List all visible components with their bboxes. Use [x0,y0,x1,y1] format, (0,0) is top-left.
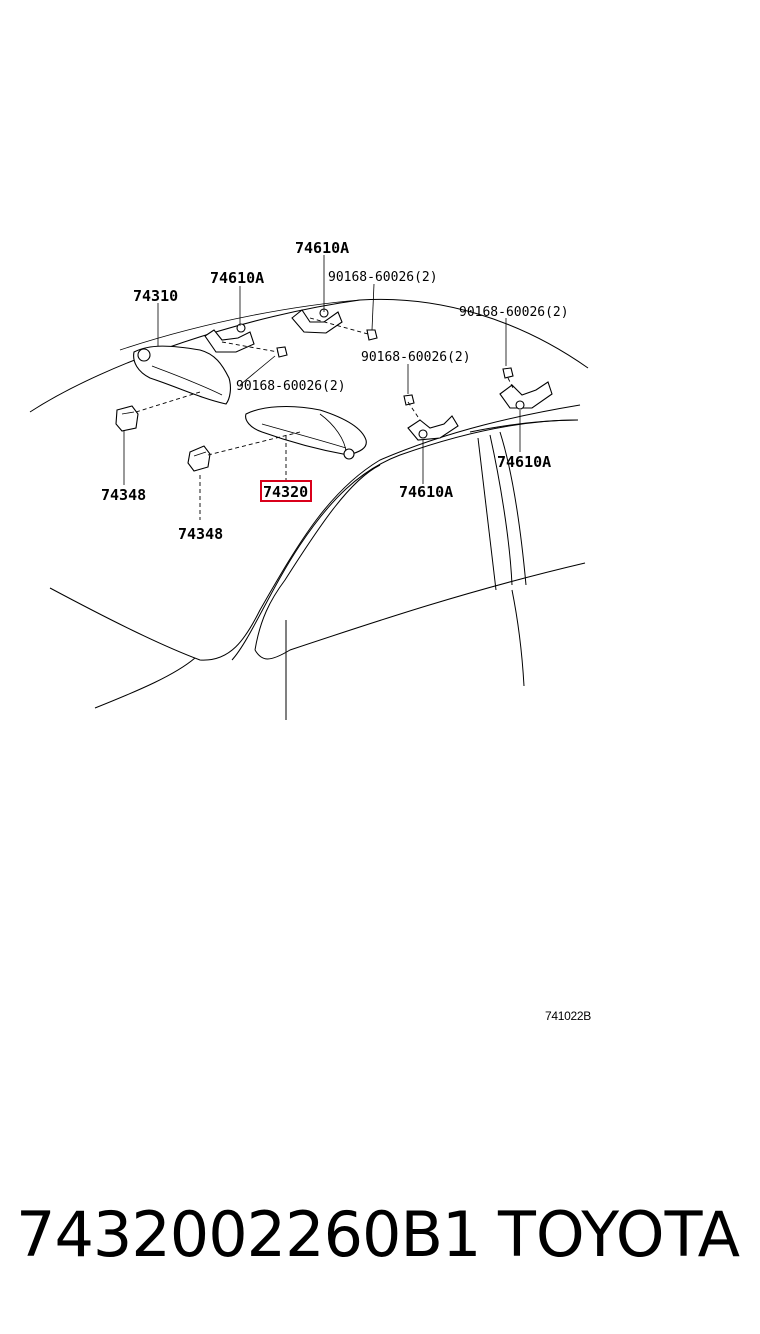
screw-right [502,367,514,379]
label-left-visor: 74310 [133,287,178,305]
label-lower-bracket: 74610A [399,483,453,501]
part-number: 7432002260B1 [16,1198,481,1271]
vehicle-outline [29,298,589,720]
bracket-lower [407,415,459,441]
label-screw-top: 90168-60026(2) [328,270,438,285]
label-top-bracket: 74610A [295,239,349,257]
leader-lines [123,255,521,485]
label-left-bracket: 74610A [210,269,264,287]
highlight-box [260,480,312,502]
screw-left [276,346,288,358]
right-sun-visor [245,406,367,460]
label-screw-left: 90168-60026(2) [236,379,346,394]
bracket-left [204,323,255,353]
label-right-bracket: 74610A [497,453,551,471]
reference-code: 741022B [545,1009,591,1023]
label-highlighted-visor: 74320 [263,483,308,501]
label-screw-middle: 90168-60026(2) [361,350,471,365]
screw-middle [403,394,415,406]
brand-name: TOYOTA [498,1198,741,1271]
visor-holder-right [187,445,211,472]
bracket-top [291,308,343,334]
label-holder-right: 74348 [178,525,223,543]
visor-holder-left [115,405,139,432]
assembly-lines [135,317,515,520]
left-sun-visor [133,345,231,405]
parts-diagram: 74610A 74610A 74310 90168-60026(2) 90168… [29,239,592,1023]
label-screw-right: 90168-60026(2) [459,305,569,320]
bracket-right [499,381,553,410]
screw-top [366,329,378,341]
label-holder-left: 74348 [101,486,146,504]
footer: 7432002260B1 TOYOTA [0,1190,760,1290]
